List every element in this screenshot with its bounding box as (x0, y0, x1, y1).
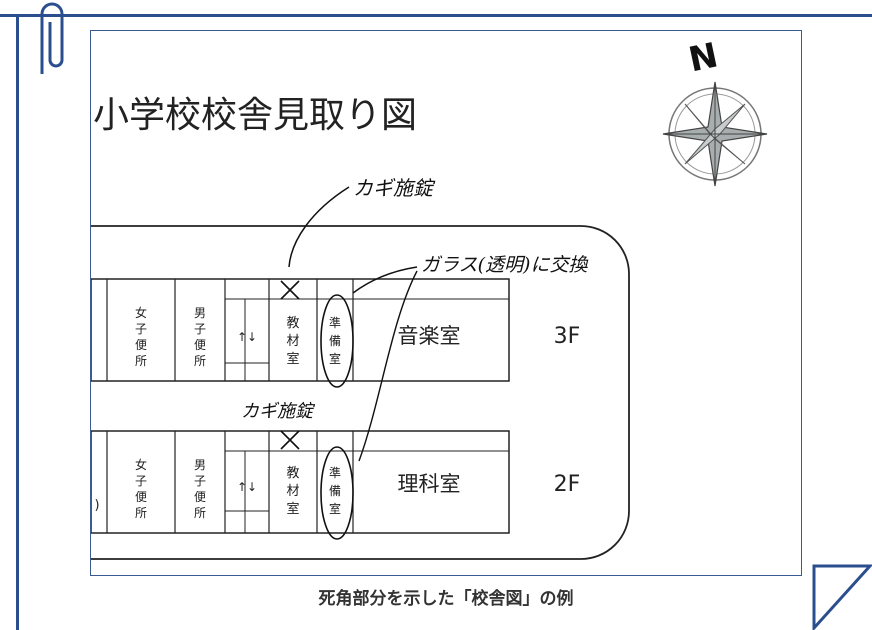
prep-room-3f-char: 準 (329, 315, 341, 330)
boys-restroom-2f-char: 男 (194, 458, 206, 472)
prep-room-3f-char: 室 (329, 351, 341, 366)
floor-2f: ) 女 子 便 所 男 子 便 所 ↑↓ 教 材 室 準 備 室 理科室 2F (91, 430, 581, 534)
diagram-title: 小学校校舎見取り図 (93, 95, 417, 136)
annotation-arrow-glass (352, 266, 418, 294)
figure-caption: 死角部分を示した「校舎図」の例 (318, 589, 574, 609)
partial-room-2f: ) (94, 498, 99, 513)
boys-restroom-3f-char: 男 (194, 306, 206, 320)
stairs-arrows-2f: ↑↓ (237, 480, 257, 494)
science-room-label: 理科室 (398, 472, 461, 496)
floor-label-3f: 3F (554, 324, 581, 349)
prep-room-3f-char: 備 (329, 333, 341, 348)
boys-restroom-2f-char: 所 (194, 506, 206, 520)
compass-rose-icon (662, 81, 768, 187)
materials-room-3f-char: 材 (286, 334, 299, 349)
annotation-glass: ガラス(透明)に交換 (421, 254, 588, 276)
annotation-arrow-top (288, 186, 350, 268)
prep-room-2f-char: 準 (329, 465, 341, 480)
materials-room-3f-char: 室 (286, 351, 299, 367)
handwritten-annotations: カギ施錠 ガラス(透明)に交換 カギ施錠 (241, 176, 588, 540)
circle-prep-3f (320, 294, 354, 388)
girls-restroom-3f-char: 所 (135, 354, 147, 368)
girls-restroom-2f-char: 所 (135, 506, 147, 520)
circle-prep-2f (320, 446, 354, 540)
floor-label-2f: 2F (554, 472, 581, 497)
girls-restroom-2f-char: 子 (135, 474, 147, 488)
school-floor-plan: 小学校校舎見取り図 N 女 (90, 30, 802, 576)
music-room-label: 音楽室 (398, 324, 461, 348)
boys-restroom-2f-char: 便 (194, 490, 206, 504)
frame-top-border (0, 14, 872, 17)
floor-3f: 女 子 便 所 男 子 便 所 ↑↓ 教 材 室 準 備 室 音楽室 3F (91, 278, 581, 382)
boys-restroom-2f-char: 子 (194, 474, 206, 488)
girls-restroom-3f-char: 子 (135, 322, 147, 336)
girls-restroom-3f-char: 便 (135, 338, 147, 352)
girls-restroom-3f-char: 女 (135, 305, 147, 320)
compass-north-label: N (685, 35, 721, 80)
building-outline (91, 225, 630, 560)
girls-restroom-2f-char: 女 (135, 457, 147, 472)
x-mark-2f (280, 430, 300, 450)
boys-restroom-3f-char: 所 (194, 354, 206, 368)
prep-room-2f-char: 備 (329, 483, 341, 498)
annotation-line-glass (358, 270, 418, 462)
paperclip-icon (40, 2, 64, 74)
page-curl-corner (812, 564, 872, 630)
materials-room-2f-char: 教 (286, 465, 299, 481)
materials-room-3f-char: 教 (286, 315, 299, 331)
boys-restroom-3f-char: 便 (194, 338, 206, 352)
boys-restroom-3f-char: 子 (194, 322, 206, 336)
girls-restroom-2f-char: 便 (135, 490, 147, 504)
annotation-lock-top: カギ施錠 (353, 176, 436, 200)
stairs-arrows-3f: ↑↓ (237, 330, 257, 344)
annotation-lock-mid: カギ施錠 (241, 401, 316, 422)
materials-room-2f-char: 材 (286, 484, 299, 499)
x-mark-3f (280, 280, 300, 300)
prep-room-2f-char: 室 (329, 501, 341, 516)
materials-room-2f-char: 室 (286, 501, 299, 517)
frame-left-border (16, 14, 19, 630)
